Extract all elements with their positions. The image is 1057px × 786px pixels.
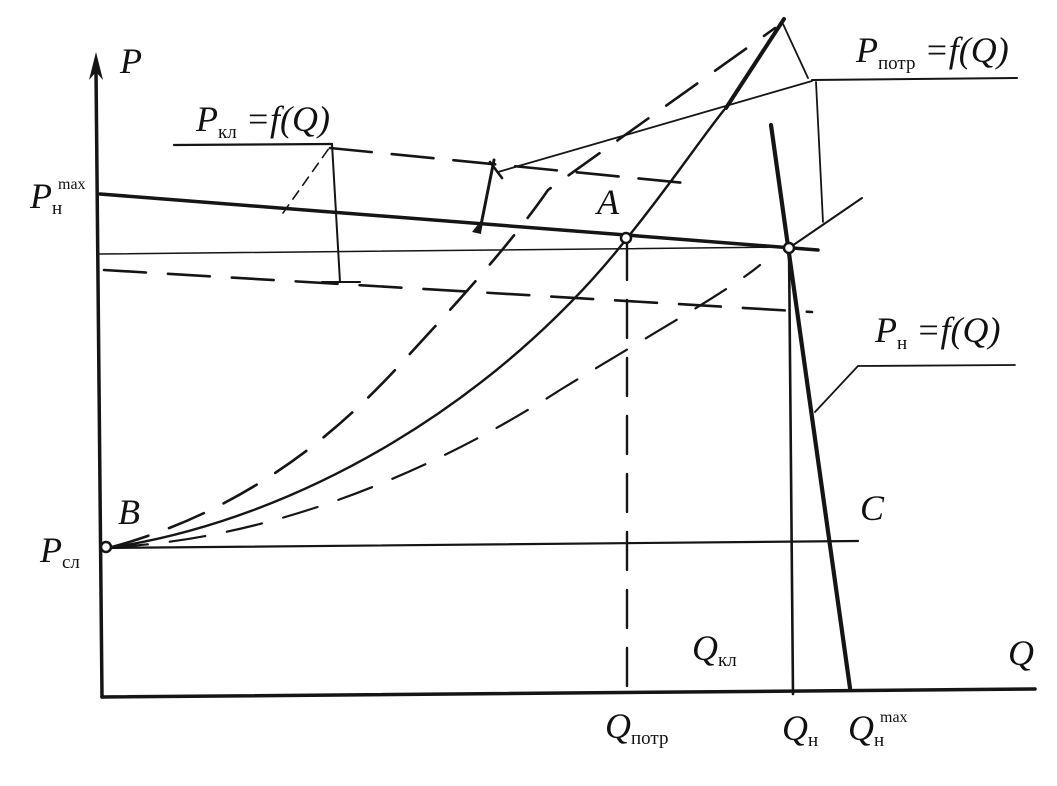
p-kl-vertical <box>331 143 341 283</box>
points <box>99 231 796 554</box>
dashed-shallow-curve <box>110 263 762 549</box>
p-n-max-sup: max <box>58 176 86 193</box>
point-b-label: B <box>118 492 140 532</box>
p-sl-label: Pсл <box>39 530 80 573</box>
p-kl-curve-label: Pкл =f(Q) <box>195 99 330 143</box>
p-potr-construction <box>497 23 1018 223</box>
p-potr-curve <box>106 108 726 550</box>
p-n-max-extension <box>788 197 863 249</box>
x-axis-label: Q <box>1008 633 1034 673</box>
p-n-curve-label: Pн =f(Q) <box>874 310 1000 354</box>
q-kl-label: Qкл <box>692 628 737 671</box>
p-potr-vertical-bracket <box>815 81 824 223</box>
a-level-thin-line <box>99 246 794 255</box>
point-c-label: C <box>860 488 885 528</box>
p-potr-slope-line <box>497 80 813 173</box>
q-potr-label: Qпотр <box>605 706 668 749</box>
dashed-lines <box>102 26 814 697</box>
p-potr-tip-left <box>782 23 809 79</box>
dashed-lower-horizontal <box>102 268 814 314</box>
p-kl-construction <box>172 142 504 283</box>
q-n-label: Qн <box>782 708 818 751</box>
p-n-curve <box>768 122 853 691</box>
p-kl-arrow-head <box>472 218 483 234</box>
q-n-max-label: Qн <box>848 708 884 751</box>
p-n-leader-line <box>814 365 859 413</box>
dashed-upper-horizontal <box>328 146 697 186</box>
p-potr-curve-label: Pпотр =f(Q) <box>855 30 1009 74</box>
p-potr-upper-bold <box>724 17 786 110</box>
p-kl-label-underline <box>172 142 334 147</box>
p-n-label-underline <box>857 364 1016 367</box>
operating-point-marker <box>782 241 796 255</box>
q-n-max-sup: max <box>880 709 908 726</box>
q-n-vertical <box>787 244 795 696</box>
axes <box>89 52 1037 699</box>
reference-lines <box>99 246 860 550</box>
p-potr-label-underline <box>811 77 1018 81</box>
y-axis <box>94 68 104 699</box>
y-axis-arrow <box>89 52 103 80</box>
p-kl-mid-slash <box>478 158 496 232</box>
solid-curves <box>98 17 863 696</box>
p-n-leader <box>814 364 1016 413</box>
dashed-p-kl-leader <box>282 143 333 214</box>
y-axis-label: P <box>119 41 142 81</box>
x-axis <box>100 687 1037 699</box>
point-a-marker <box>619 231 633 245</box>
p-n-max-line <box>98 192 820 252</box>
p-sl-level-line <box>102 539 860 550</box>
p-n-max-label: Pн <box>29 176 62 219</box>
point-a-label: A <box>595 182 620 222</box>
dashed-steep-curve <box>110 26 777 549</box>
point-b-marker <box>99 540 113 554</box>
